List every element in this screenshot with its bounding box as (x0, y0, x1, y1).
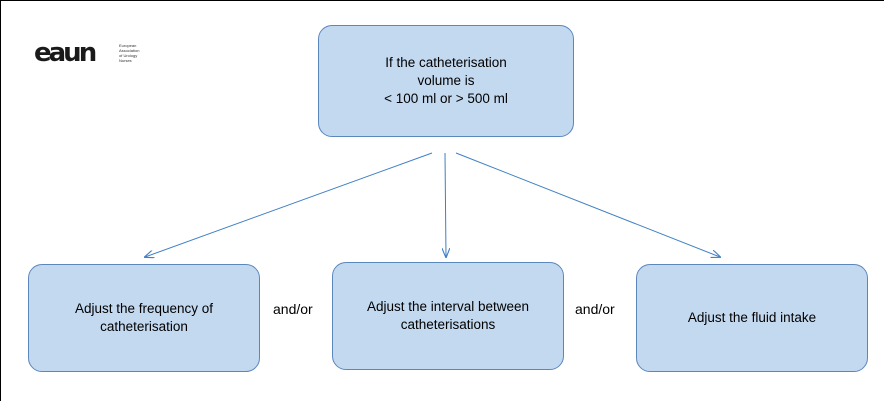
and-or-connector: and/or (575, 301, 615, 317)
eaun-wordmark-logo: eaun (34, 41, 99, 65)
condition-box: If the catheterisation volume is < 100 m… (318, 25, 574, 137)
adjust-frequency-box: Adjust the frequency of catheterisation (28, 264, 260, 372)
condition-text: If the catheterisation volume is < 100 m… (384, 54, 508, 108)
logo-subtitle-line: Nurses (119, 58, 132, 63)
adjust-interval-line: catheterisations (400, 317, 496, 332)
adjust-fluid-intake-line: Adjust the fluid intake (687, 310, 817, 325)
eaun-wordmark: eaun (34, 41, 96, 65)
condition-line: If the catheterisation (385, 55, 507, 70)
and-or-connector: and/or (273, 301, 313, 317)
logo-subtitle-line: of Urology (119, 53, 138, 58)
frame-left-line (0, 0, 1, 401)
adjust-interval-text: Adjust the interval between catheterisat… (367, 298, 529, 334)
adjust-frequency-line: Adjust the frequency of (74, 301, 214, 316)
logo-subtitle-line: Association (119, 48, 140, 53)
adjust-frequency-line: catheterisation (100, 319, 188, 334)
adjust-fluid-intake-text: Adjust the fluid intake (688, 309, 816, 327)
adjust-interval-box: Adjust the interval between catheterisat… (332, 262, 564, 370)
logo-subtitle: European Association of Urology Nurses (119, 43, 139, 63)
condition-line: < 100 ml or > 500 ml (384, 91, 508, 106)
adjust-interval-line: Adjust the interval between (366, 299, 530, 314)
arrow-to-interval-box (445, 152, 446, 257)
frame-top-line (0, 0, 884, 1)
condition-line: volume is (417, 73, 475, 88)
eaun-logo: eaun European Association of Urology Nur… (34, 38, 174, 68)
logo-subtitle-line: European (119, 43, 137, 48)
arrow-to-fluid-intake-box (455, 152, 720, 257)
adjust-fluid-intake-box: Adjust the fluid intake (636, 264, 868, 372)
arrow-to-frequency-box (145, 152, 433, 257)
adjust-frequency-text: Adjust the frequency of catheterisation (75, 300, 213, 336)
